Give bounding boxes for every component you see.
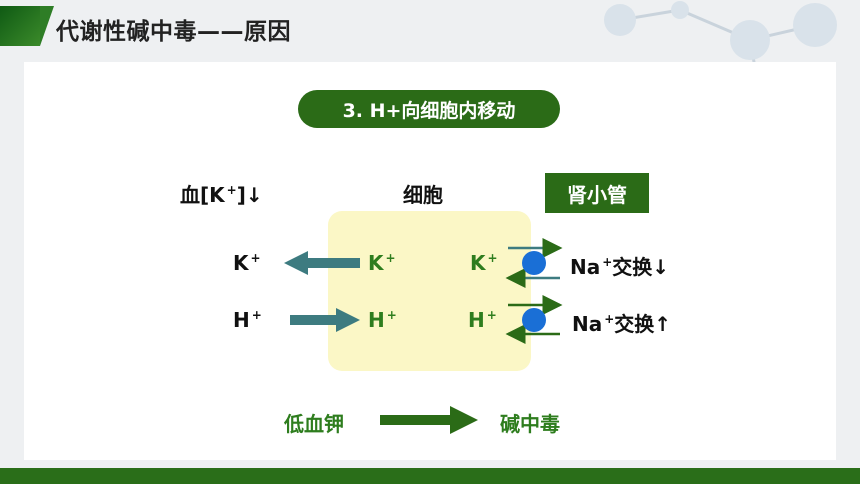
na-h-exchange-label: Na+交换↑ [572, 312, 672, 336]
header-accent [0, 6, 40, 46]
tubule-h-ion: H+ [468, 308, 497, 332]
blood-label-sup: + [226, 183, 237, 198]
blood-label-suffix: ]↓ [236, 183, 263, 207]
carrier-dot-icon [522, 251, 546, 275]
arrow-right-icon [290, 308, 360, 332]
page-title: 代谢性碱中毒——原因 [56, 19, 291, 45]
carrier-dot-icon [522, 308, 546, 332]
tubule-label-text: 肾小管 [567, 182, 627, 207]
blood-label-prefix: 血[K [180, 183, 225, 207]
hypokalemia-label: 低血钾 [284, 412, 344, 436]
cell-region [328, 211, 531, 371]
blood-h-ion: H+ [233, 308, 262, 332]
tubule-k-ion: K+ [470, 251, 498, 275]
header-accent-notch [40, 6, 54, 46]
cell-h-ion: H+ [368, 308, 397, 332]
footer-bar [0, 468, 860, 484]
section-pill: 3. H+向细胞内移动 [298, 90, 560, 128]
cell-label: 细胞 [403, 183, 443, 207]
blood-potassium-label: 血[K+]↓ [180, 179, 263, 208]
section-pill-label: 3. H+向细胞内移动 [342, 99, 516, 122]
bottom-arrow-right-icon [380, 406, 478, 434]
cell-k-ion: K+ [368, 251, 396, 275]
tubule-label: 肾小管 [545, 173, 649, 213]
na-k-exchange-label: Na+交换↓ [570, 255, 670, 279]
arrow-left-icon [284, 251, 360, 275]
blood-k-ion: K+ [233, 251, 261, 275]
alkalosis-label: 碱中毒 [500, 412, 560, 436]
